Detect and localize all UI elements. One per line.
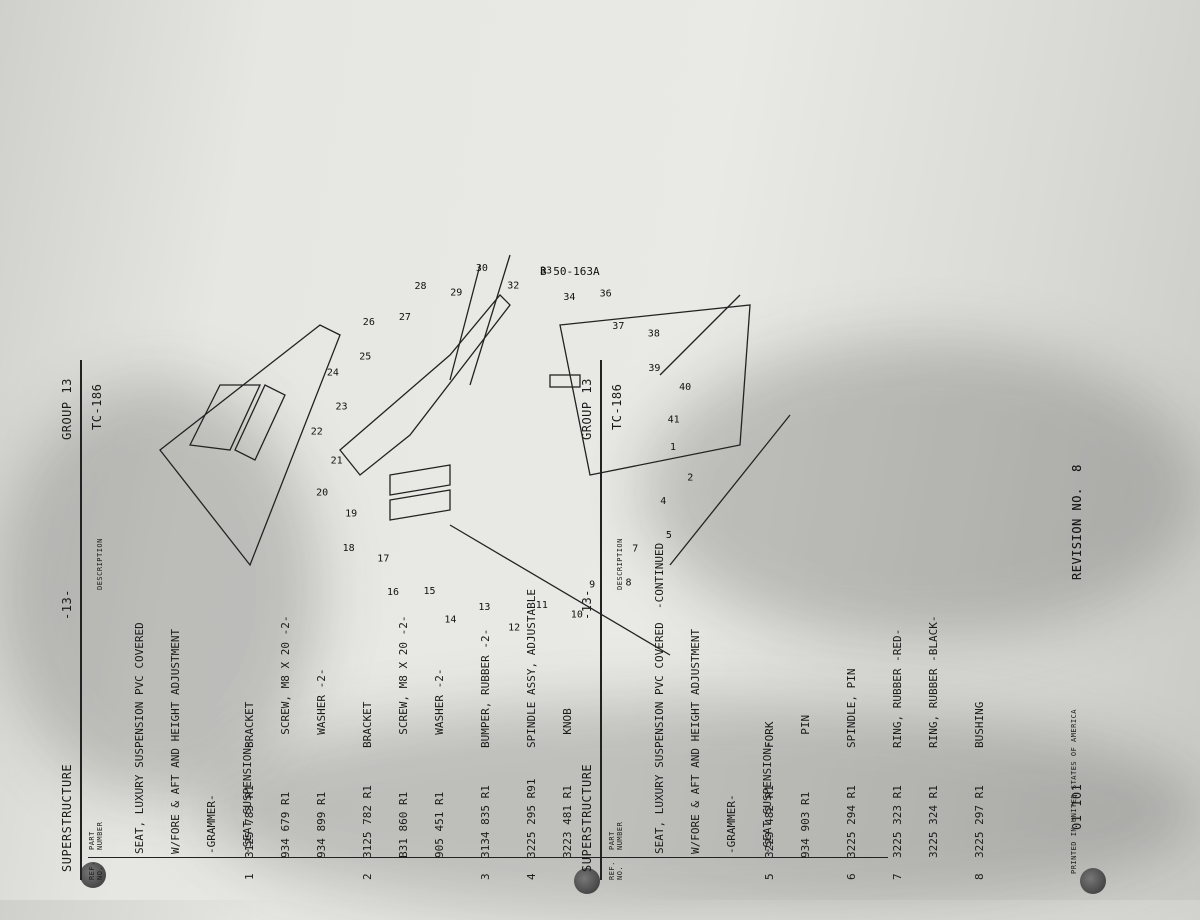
left-col-part: PART: [88, 831, 96, 850]
callout-number: 10: [571, 610, 583, 621]
callout-number: 4: [660, 496, 666, 507]
binder-hole-icon: [574, 868, 600, 894]
callout-number: 9: [589, 580, 595, 591]
hand-shadow: [640, 340, 1200, 640]
figure-id: B 50-163A: [540, 265, 600, 278]
callout-number: 16: [387, 587, 399, 598]
callout-number: 5: [666, 530, 672, 541]
callout-number: 21: [331, 456, 343, 467]
callout-number: 27: [399, 312, 411, 323]
callout-number: 30: [476, 263, 488, 274]
callout-number: 25: [359, 352, 371, 363]
right-col-ref: REF.: [608, 861, 616, 880]
rail: [669, 414, 791, 566]
seat-plate-cutout: [189, 384, 262, 451]
callout-number: 22: [311, 427, 323, 438]
left-col-no: NO.: [96, 865, 104, 880]
callout-number: 26: [363, 317, 375, 328]
callout-number: 34: [563, 292, 575, 303]
base-frame: [559, 304, 751, 476]
title-line: SEAT, LUXURY SUSPENSION PVC COVERED: [133, 622, 146, 854]
rail: [659, 294, 741, 376]
seat-plate: [159, 324, 341, 567]
callout-number: 13: [478, 602, 490, 613]
right-col-no: NO.: [616, 865, 624, 880]
callout-number: 1: [670, 442, 676, 453]
callout-number: 40: [679, 382, 691, 393]
rod: [449, 264, 481, 381]
left-section-title: SUPERSTRUCTURE: [60, 763, 74, 872]
scissor-frame: [339, 294, 511, 476]
callout-number: 39: [648, 363, 660, 374]
callout-number: 2: [687, 473, 693, 484]
callout-number: 32: [507, 281, 519, 292]
left-group-label: GROUP 13: [60, 378, 74, 440]
table-row: 73225 323 R1RING, RUBBER -RED-: [891, 628, 904, 880]
callout-number: 28: [415, 281, 427, 292]
right-section-title: SUPERSTRUCTURE: [580, 763, 594, 872]
callout-number: 14: [444, 615, 456, 626]
parts-catalog-sheet: SUPERSTRUCTURE -13- GROUP 13 REF. NO. PA…: [0, 254, 1200, 920]
callout-number: 24: [327, 368, 339, 379]
binder-hole-icon: [1080, 868, 1106, 894]
callout-number: 20: [316, 488, 328, 499]
spring: [389, 489, 451, 521]
exploded-seat-diagram: 1245789101112131415161718192021222324252…: [159, 254, 791, 656]
callout-number: 29: [450, 288, 462, 299]
callout-number: 17: [377, 554, 389, 565]
callout-number: 36: [600, 288, 612, 299]
table-row: 83225 297 R1BUSHING: [973, 701, 986, 880]
callout-number: 12: [508, 622, 520, 633]
left-col-desc: DESCRIPTION: [96, 538, 104, 590]
callout-number: 41: [668, 415, 680, 426]
adjust-spindle: [449, 524, 671, 656]
callout-number: 7: [632, 544, 638, 555]
spring: [389, 464, 451, 496]
callout-number: 38: [648, 329, 660, 340]
binder-hole-icon: [80, 862, 106, 888]
right-page-code: 01 101: [1070, 783, 1084, 830]
right-col-part: PART: [608, 831, 616, 850]
block: [549, 374, 581, 388]
callout-number: 33: [540, 266, 552, 277]
right-revision: REVISION NO. 8: [1070, 464, 1084, 580]
right-col-number: NUMBER: [616, 821, 624, 850]
seat-plate-cutout: [234, 384, 286, 461]
callout-number: 15: [424, 586, 436, 597]
callout-number: 37: [612, 321, 624, 332]
left-group-number: -13-: [60, 589, 74, 620]
left-header-rule: [80, 360, 82, 880]
camera-shadow: [200, 700, 1200, 920]
callout-number: 8: [626, 578, 632, 589]
callout-number: 23: [336, 401, 348, 412]
left-col-ref: REF.: [88, 861, 96, 880]
callout-number: 11: [536, 600, 548, 611]
callout-number: 18: [343, 543, 355, 554]
left-col-number: NUMBER: [96, 821, 104, 850]
rod: [469, 254, 511, 386]
left-doc-id: TC-186: [90, 383, 104, 430]
table-row: 3225 324 R1RING, RUBBER -BLACK-: [927, 615, 940, 858]
callout-number: 19: [345, 509, 357, 520]
